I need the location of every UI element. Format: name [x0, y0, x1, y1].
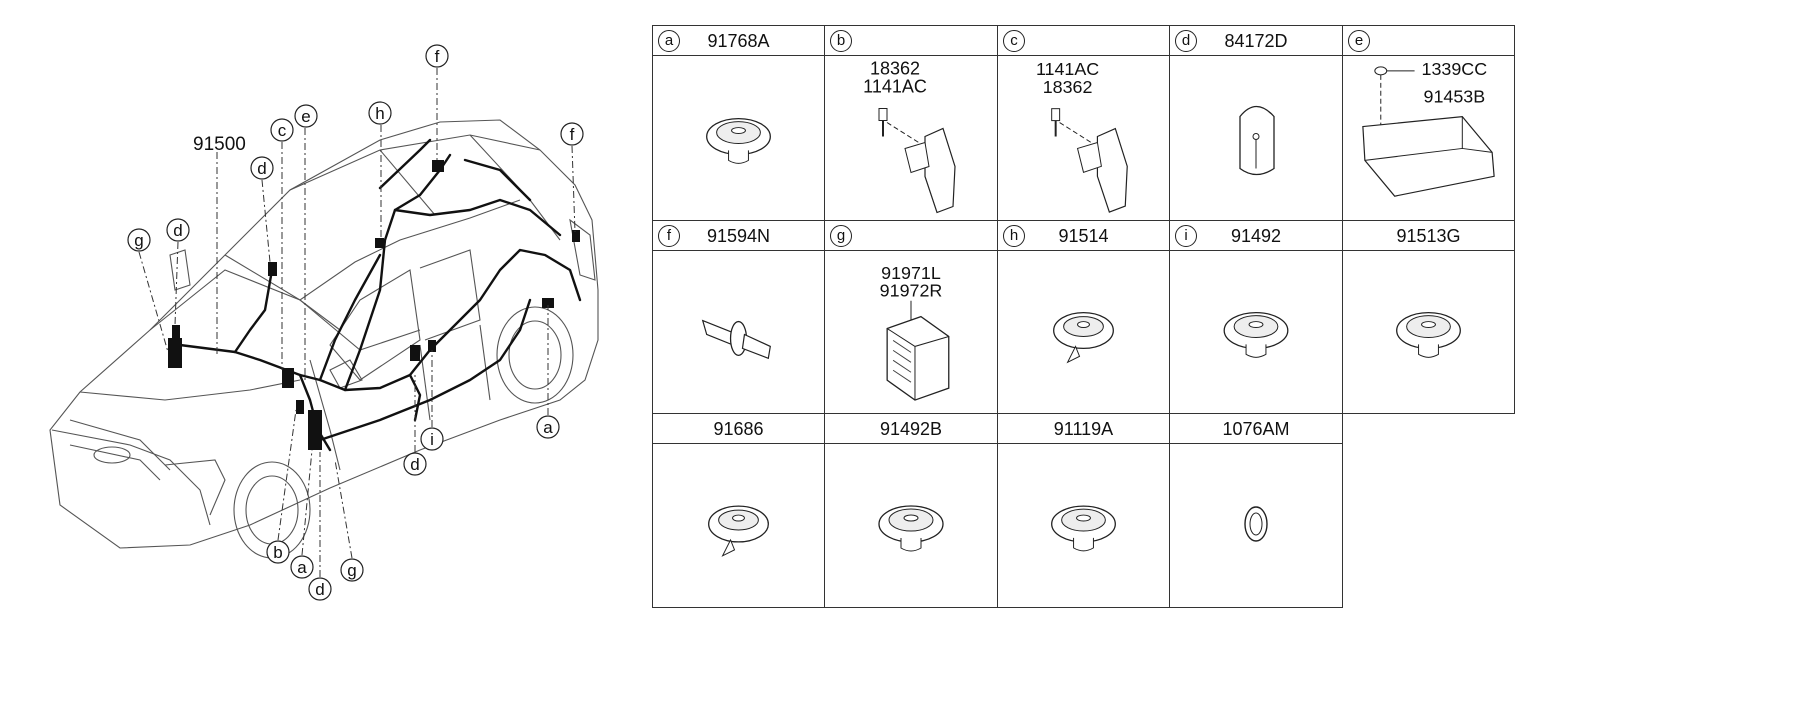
junction-block-icon: 1339CC 91453B	[1343, 56, 1514, 220]
cell-callout-letter: h	[1003, 225, 1025, 247]
part-cell: f 91594N	[652, 220, 825, 414]
part-sub-label: 91972R	[880, 281, 943, 301]
part-cell-header: 91492B	[825, 414, 997, 444]
callout-b: b	[273, 543, 282, 562]
part-cell: 91686	[652, 413, 825, 608]
part-cell-header: i 91492	[1170, 221, 1342, 251]
grommet-icon	[1343, 251, 1514, 413]
part-cell: e 1339CC 91453B	[1342, 25, 1515, 221]
part-sub-label: 91971L	[881, 263, 941, 283]
cell-callout-letter: b	[830, 30, 852, 52]
cell-callout-letter: e	[1348, 30, 1370, 52]
part-cell-header: 91119A	[998, 414, 1169, 444]
callout-i: i	[430, 430, 434, 449]
callout-d: d	[173, 221, 182, 240]
part-cell-header: 1076AM	[1170, 414, 1342, 444]
grommet-icon	[653, 56, 824, 220]
part-cell-header: 91513G	[1343, 221, 1514, 251]
part-cell-header: d 84172D	[1170, 26, 1342, 56]
callout-d: d	[257, 159, 266, 178]
callout-f: f	[570, 125, 575, 144]
part-cell: i 91492	[1169, 220, 1343, 414]
callout-g: g	[347, 561, 356, 580]
main-part-label: 91500	[193, 134, 246, 155]
part-cell-header: b	[825, 26, 997, 56]
cell-callout-letter: d	[1175, 30, 1197, 52]
part-number: 91513G	[1396, 226, 1461, 246]
part-sub-label: 1141AC	[863, 77, 927, 97]
part-number: 91492B	[879, 419, 943, 439]
cell-callout-letter: a	[658, 30, 680, 52]
part-cell-header: a 91768A	[653, 26, 824, 56]
part-sub-label: 1339CC	[1422, 59, 1488, 79]
cell-callout-letter: i	[1175, 225, 1197, 247]
part-cell: a 91768A	[652, 25, 825, 221]
callout-f: f	[435, 47, 440, 66]
part-cell-header: 91686	[653, 414, 824, 444]
callout-e: e	[301, 107, 310, 126]
part-cell: 1076AM	[1169, 413, 1343, 608]
part-cell: 91492B	[824, 413, 998, 608]
part-number: 91768A	[707, 31, 770, 51]
part-cell-header: g	[825, 221, 997, 251]
callout-d: d	[315, 580, 324, 599]
part-sub-label: 18362	[870, 59, 920, 79]
part-cell-header: c	[998, 26, 1169, 56]
part-number: 91514	[1058, 226, 1109, 246]
callout-c: c	[278, 121, 287, 140]
part-cell-header: f 91594N	[653, 221, 824, 251]
part-cell: h 91514	[997, 220, 1170, 414]
callout-g: g	[134, 231, 143, 250]
tube-grommet-icon	[653, 251, 824, 413]
part-sub-label: 18362	[1043, 77, 1093, 97]
grommet-icon	[998, 444, 1169, 607]
pad-icon	[1170, 56, 1342, 220]
part-number: 1076AM	[1222, 419, 1290, 439]
part-cell: 91119A	[997, 413, 1170, 608]
ring-icon	[1170, 444, 1342, 607]
callout-a: a	[297, 558, 307, 577]
vehicle-wiring-diagram: 91500 f f h e c d d g a i d b a d g	[49, 44, 599, 601]
part-number: 91119A	[1053, 419, 1114, 439]
grommet-icon	[653, 444, 824, 607]
callout-h: h	[375, 104, 384, 123]
callout-d: d	[410, 455, 419, 474]
part-number: 84172D	[1224, 31, 1288, 51]
grommet-icon	[998, 251, 1169, 413]
part-number: 91594N	[706, 226, 771, 246]
part-cell: 91513G	[1342, 220, 1515, 414]
cell-callout-letter: c	[1003, 30, 1025, 52]
grommet-icon	[1170, 251, 1342, 413]
callout-a: a	[543, 418, 553, 437]
part-cell: d 84172D	[1169, 25, 1343, 221]
cell-callout-letter: g	[830, 225, 852, 247]
part-cell-header: h 91514	[998, 221, 1169, 251]
part-cell-header: e	[1343, 26, 1514, 56]
part-sub-label: 91453B	[1424, 87, 1486, 107]
part-number: 91492	[1230, 226, 1282, 246]
part-sub-label: 1141AC	[1036, 59, 1099, 79]
grommet-icon	[825, 444, 997, 607]
cell-callout-letter: f	[658, 225, 680, 247]
part-number: 91686	[713, 419, 764, 439]
